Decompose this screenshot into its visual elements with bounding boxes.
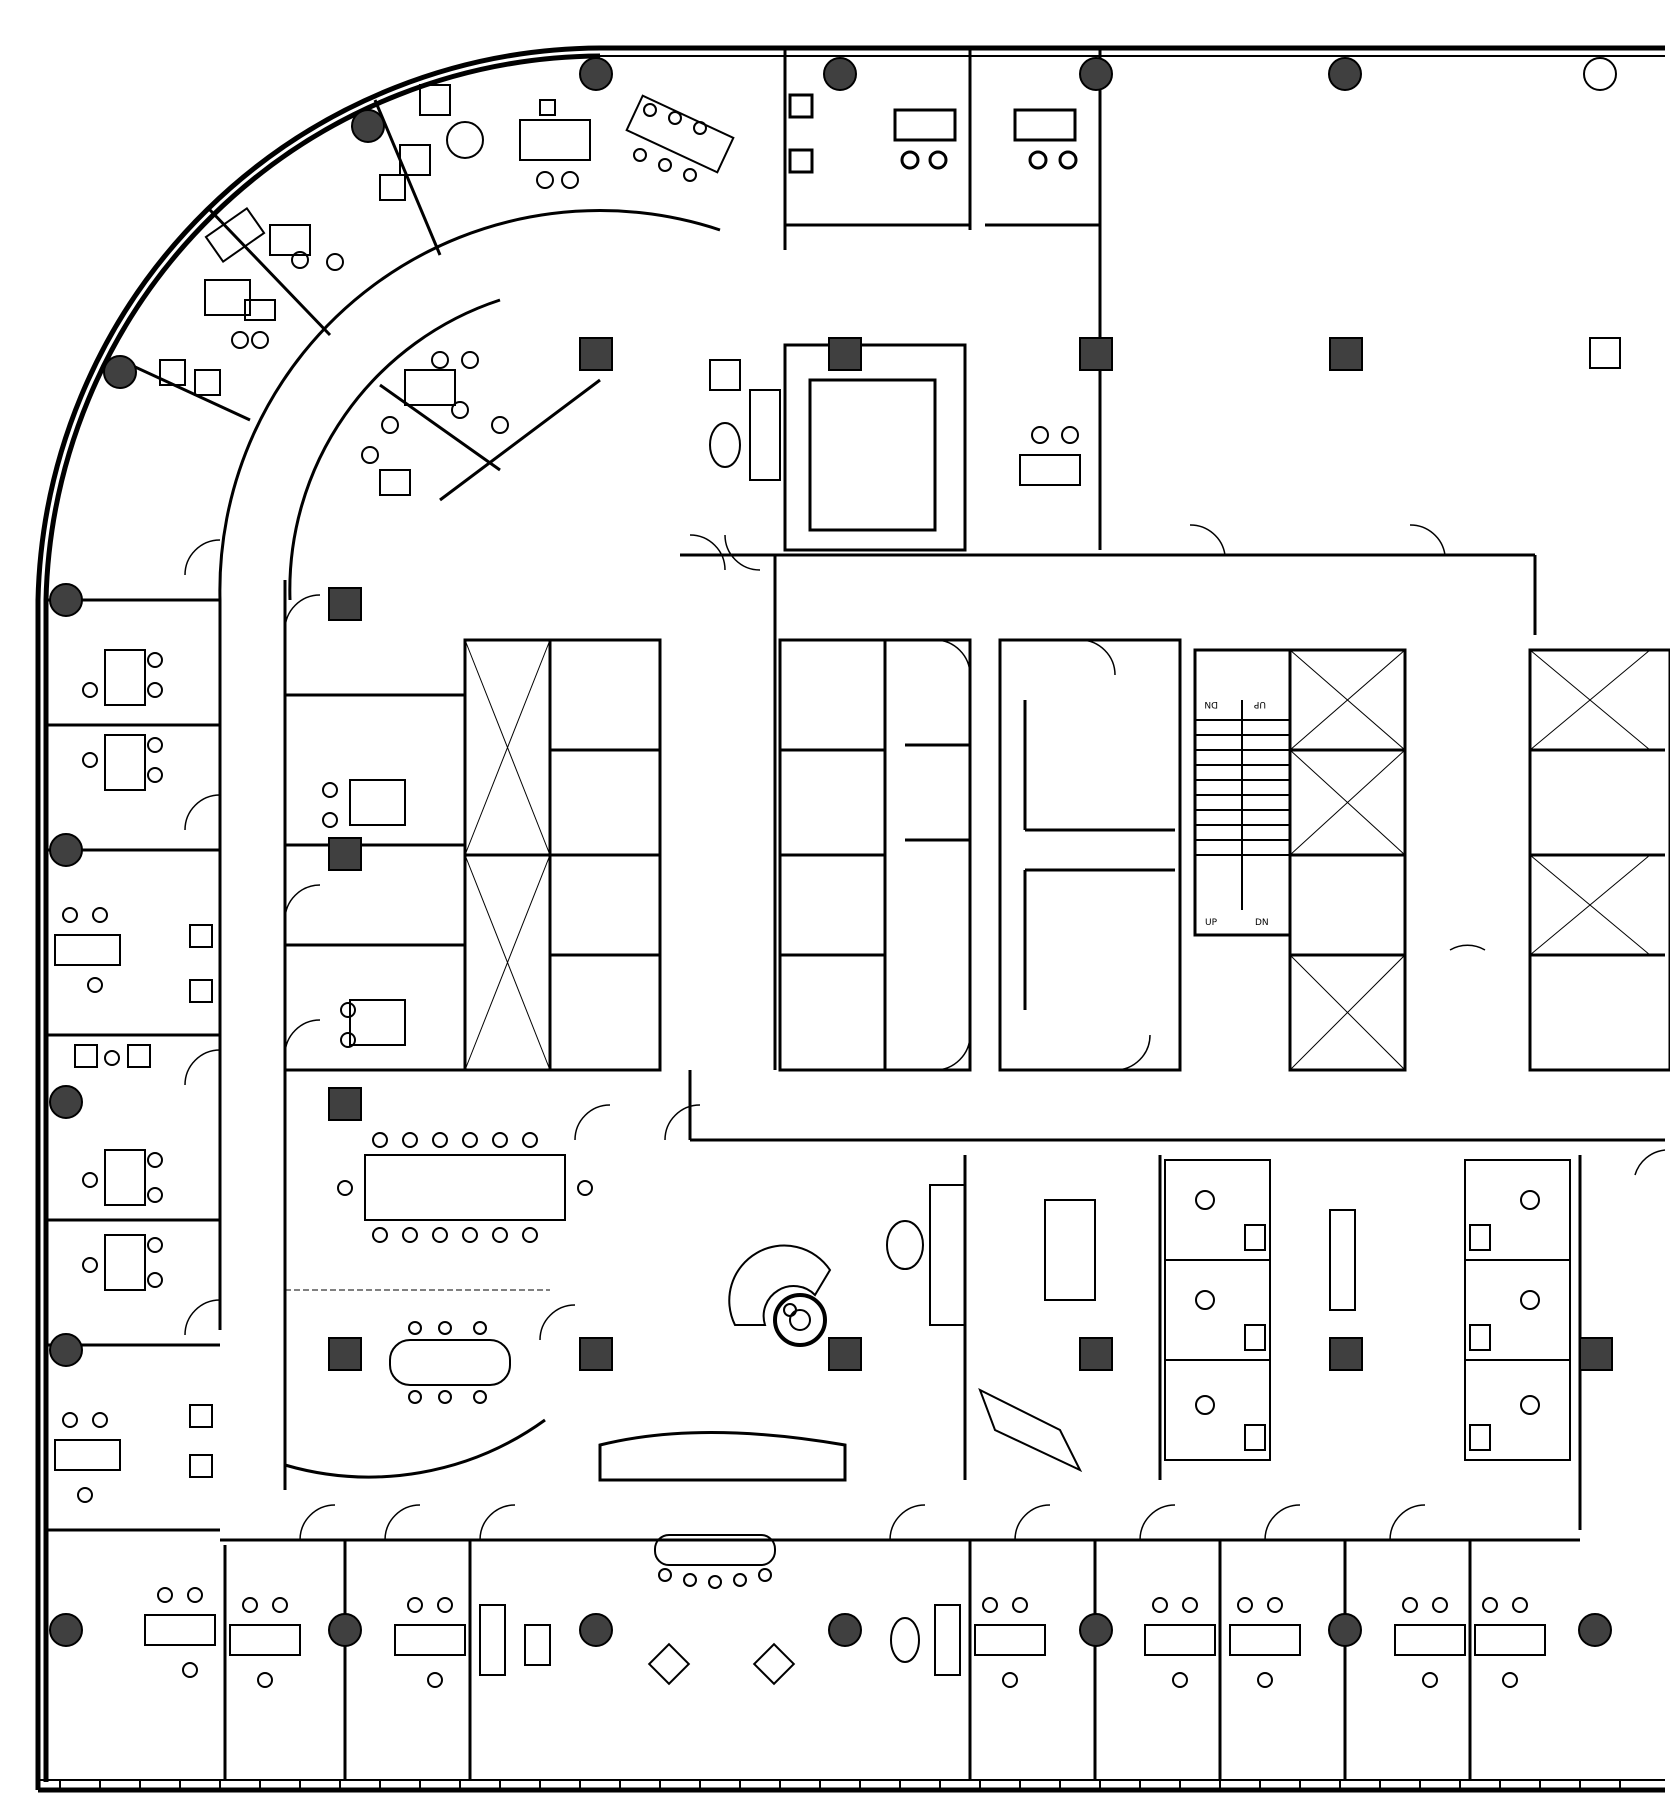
shaft-block-center [778, 638, 972, 1072]
open-area-ne [1583, 57, 1621, 369]
stair-label-up-bottom: UP [1205, 918, 1218, 928]
conference-room [284, 1289, 550, 1479]
office-north-center [783, 343, 1081, 552]
stair [1193, 648, 1292, 937]
west-office-furniture [54, 649, 213, 1503]
curved-corridor-walls [119, 99, 721, 1490]
window-mullions [59, 1780, 1621, 1790]
stair-label-dn-bottom: DN [1255, 918, 1269, 928]
reception-north [680, 359, 1537, 635]
meeting-table-north [625, 94, 735, 182]
south-offices [220, 1538, 1580, 1780]
south-office-furniture [144, 1587, 1546, 1688]
office-inner-curve [361, 351, 509, 496]
stair-label-up-top: UP [1253, 699, 1266, 709]
elevator-bank-east-1 [1288, 648, 1407, 1072]
restroom-core [998, 638, 1182, 1072]
door-swing-icon [184, 524, 1666, 1541]
stair-labels: DN UP UP DN [1204, 699, 1268, 928]
workstations-east [1164, 1159, 1571, 1461]
elevator-bank-west [463, 638, 662, 1072]
boardroom [337, 1132, 593, 1243]
stair-label-dn-top: DN [1204, 699, 1218, 709]
west-offices [46, 598, 220, 1532]
lobby [598, 1184, 966, 1482]
core-corridor [688, 555, 1665, 1142]
lounge-south [479, 1534, 961, 1686]
elevator-bank-east-2 [1528, 648, 1670, 1072]
north-offices [783, 48, 1102, 550]
exterior-wall [35, 45, 1665, 1793]
copy-room [963, 1155, 1582, 1530]
column-icon [49, 57, 1613, 1647]
office-nw-2 [159, 206, 344, 396]
west-inner-offices [285, 693, 465, 1072]
office-nw-1 [379, 84, 591, 201]
